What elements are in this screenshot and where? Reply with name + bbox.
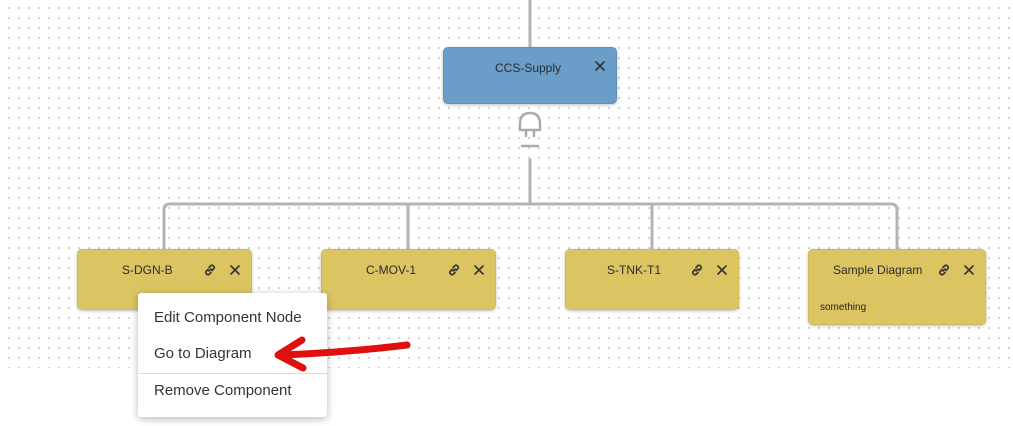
component-node-s-tnk-t1[interactable]: S-TNK-T1 [565, 249, 739, 310]
close-icon[interactable] [963, 264, 975, 276]
link-icon[interactable] [204, 264, 216, 276]
plug-icon [518, 111, 542, 148]
component-node-label: C-MOV-1 [366, 263, 417, 277]
root-node[interactable]: CCS-Supply [443, 47, 617, 104]
component-node-label: S-DGN-B [122, 263, 173, 277]
close-icon[interactable] [716, 264, 728, 276]
component-node-sample-diagram[interactable]: Sample Diagram something [808, 249, 986, 325]
menu-item-edit-component-node[interactable]: Edit Component Node [154, 309, 302, 326]
component-node-label: S-TNK-T1 [607, 263, 661, 277]
menu-separator [138, 373, 327, 374]
component-node-c-mov-1[interactable]: C-MOV-1 [321, 249, 496, 310]
link-icon[interactable] [938, 264, 950, 276]
menu-item-go-to-diagram[interactable]: Go to Diagram [154, 345, 252, 362]
component-node-subtitle: something [820, 302, 867, 313]
menu-item-remove-component[interactable]: Remove Component [154, 382, 292, 399]
link-icon[interactable] [691, 264, 703, 276]
close-icon[interactable] [229, 264, 241, 276]
close-icon[interactable] [594, 60, 606, 72]
link-icon[interactable] [448, 264, 460, 276]
root-node-label: CCS-Supply [494, 61, 562, 75]
component-node-label: Sample Diagram [833, 263, 923, 277]
context-menu: Edit Component Node Go to Diagram Remove… [138, 293, 327, 417]
close-icon[interactable] [473, 264, 485, 276]
